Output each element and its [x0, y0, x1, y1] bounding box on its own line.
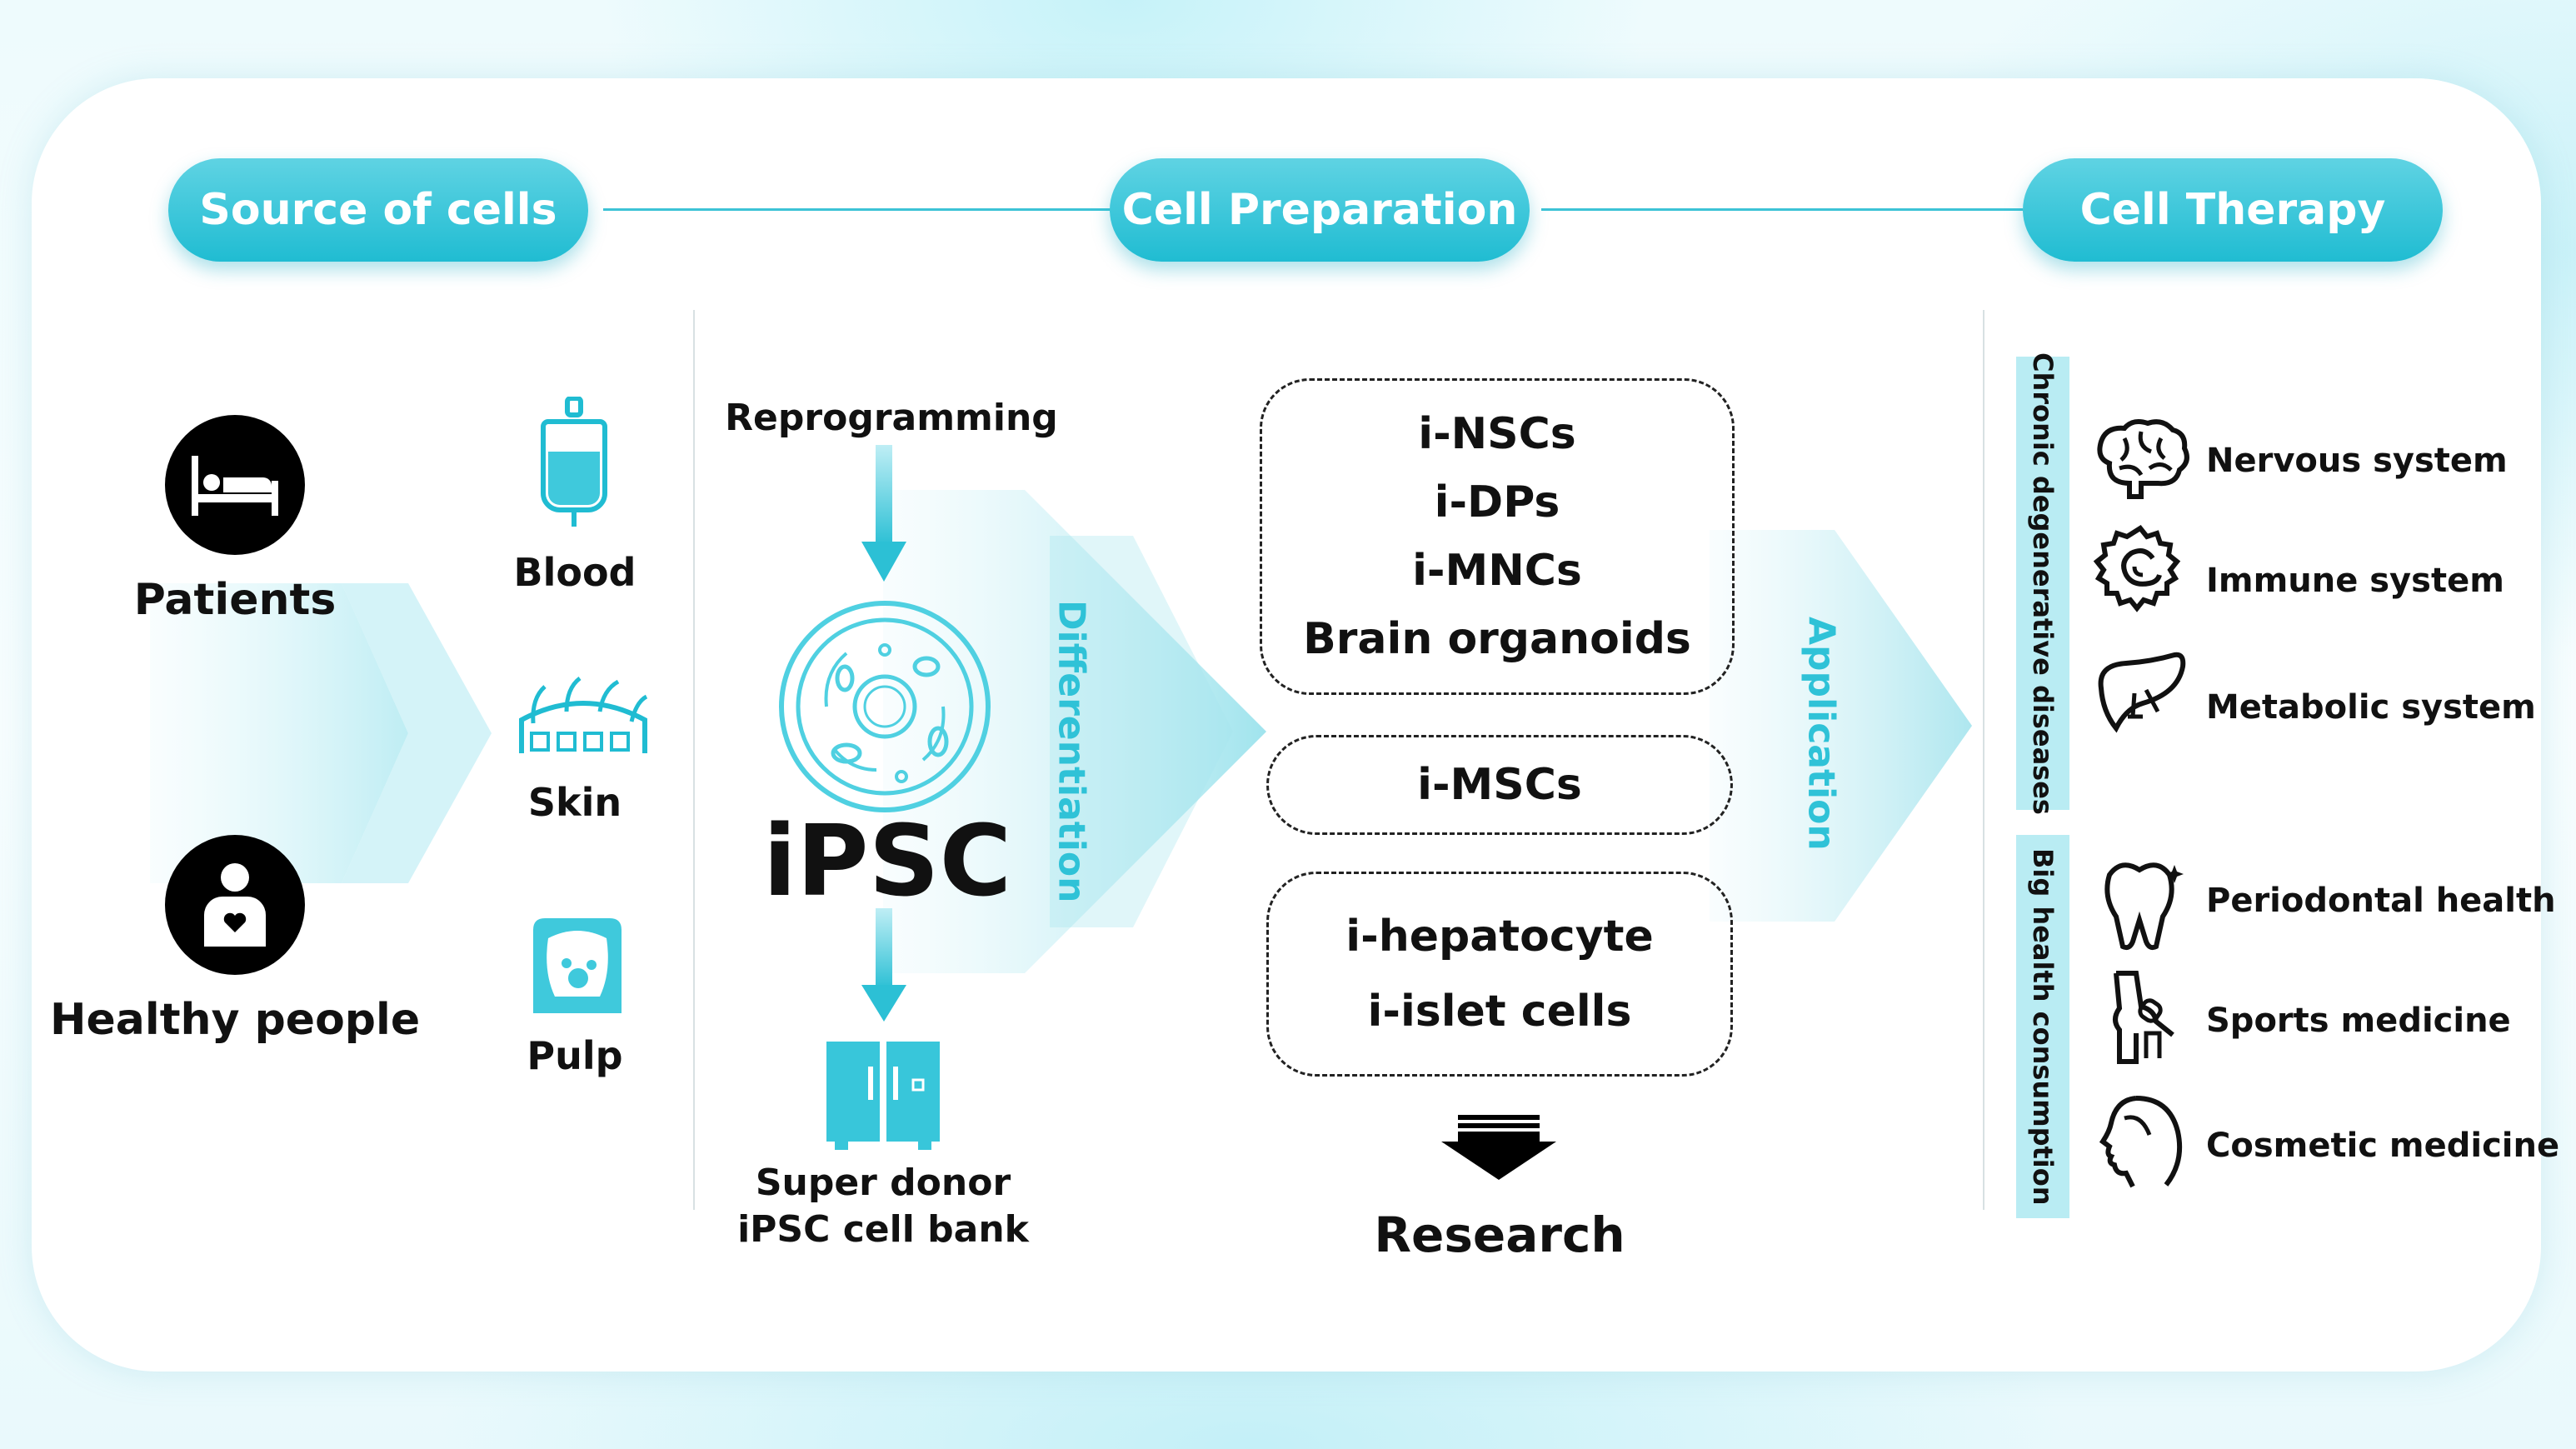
header-cell-preparation: Cell Preparation [1110, 158, 1530, 262]
application-chevron-icon [1710, 530, 1972, 922]
ipsc-label: iPSC [762, 803, 1012, 918]
neural-cells-group: i-NSCs i-DPs i-MNCs Brain organoids [1260, 378, 1735, 695]
msc-group: i-MSCs [1266, 735, 1733, 835]
reprogramming-arrow-icon [861, 445, 906, 582]
cell-bank-fridge-icon [826, 1042, 940, 1150]
group1-item: i-MNCs [1412, 546, 1582, 596]
research-label: Research [1374, 1207, 1625, 1263]
group1-item: i-NSCs [1418, 409, 1576, 459]
healthy-person-icon [165, 835, 305, 975]
header-source-of-cells: Source of cells [168, 158, 588, 262]
therapy-item-label: Cosmetic medicine [2206, 1127, 2560, 1165]
big-health-bar: Big health consumption [2016, 835, 2069, 1218]
group1-item: Brain organoids [1303, 614, 1691, 664]
source-chevron-icon [150, 583, 492, 883]
differentiation-chevron-icon [883, 490, 1266, 973]
therapy-item-label: Nervous system [2206, 442, 2508, 480]
tooth-pulp-icon [533, 918, 622, 1013]
header-cell-therapy: Cell Therapy [2023, 158, 2443, 262]
tooth-icon [2104, 862, 2184, 951]
big-health-label: Big health consumption [2027, 847, 2059, 1206]
skin-label: Skin [527, 780, 622, 825]
divider-left [693, 310, 695, 1210]
therapy-item-label: Immune system [2206, 562, 2504, 600]
face-icon [2099, 1096, 2183, 1188]
application-label: Application [1796, 617, 1846, 867]
therapy-item-label: Metabolic system [2206, 688, 2536, 727]
differentiation-text: Differentiation [1050, 600, 1093, 903]
patient-bed-icon [165, 415, 305, 555]
group1-item: i-DPs [1434, 477, 1560, 527]
liver-icon [2098, 652, 2186, 733]
brain-icon [2097, 419, 2189, 499]
research-arrow-icon [1441, 1115, 1556, 1180]
header-connector-right [1541, 208, 2023, 211]
header-connector-left [603, 208, 1111, 211]
differentiation-label: Differentiation [1046, 600, 1096, 903]
chronic-diseases-label: Chronic degenerative diseases [2027, 352, 2059, 815]
blood-label: Blood [513, 550, 637, 595]
knee-icon [2113, 971, 2174, 1064]
cell-bank-label-line2: iPSC cell bank [737, 1208, 1029, 1251]
reprogramming-label: Reprogramming [725, 397, 1058, 439]
healthy-people-label: Healthy people [50, 995, 421, 1045]
immune-icon [2093, 525, 2181, 612]
application-text: Application [1800, 617, 1843, 851]
group2-item: i-MSCs [1417, 760, 1582, 810]
therapy-item-label: Sports medicine [2206, 1002, 2511, 1040]
divider-right [1983, 310, 1984, 1210]
chronic-diseases-bar: Chronic degenerative diseases [2016, 352, 2069, 814]
bank-arrow-icon [861, 908, 906, 1022]
group3-item: i-islet cells [1367, 987, 1632, 1037]
group3-item: i-hepatocyte [1345, 912, 1654, 962]
blood-bag-icon [541, 397, 607, 527]
pulp-label: Pulp [527, 1033, 623, 1078]
patients-label: Patients [133, 575, 337, 625]
endoderm-cells-group: i-hepatocyte i-islet cells [1266, 872, 1733, 1077]
cell-bank-label-line1: Super donor [755, 1162, 1011, 1204]
therapy-item-label: Periodontal health [2206, 882, 2556, 920]
stem-cell-icon [779, 601, 991, 812]
skin-icon [519, 677, 648, 753]
